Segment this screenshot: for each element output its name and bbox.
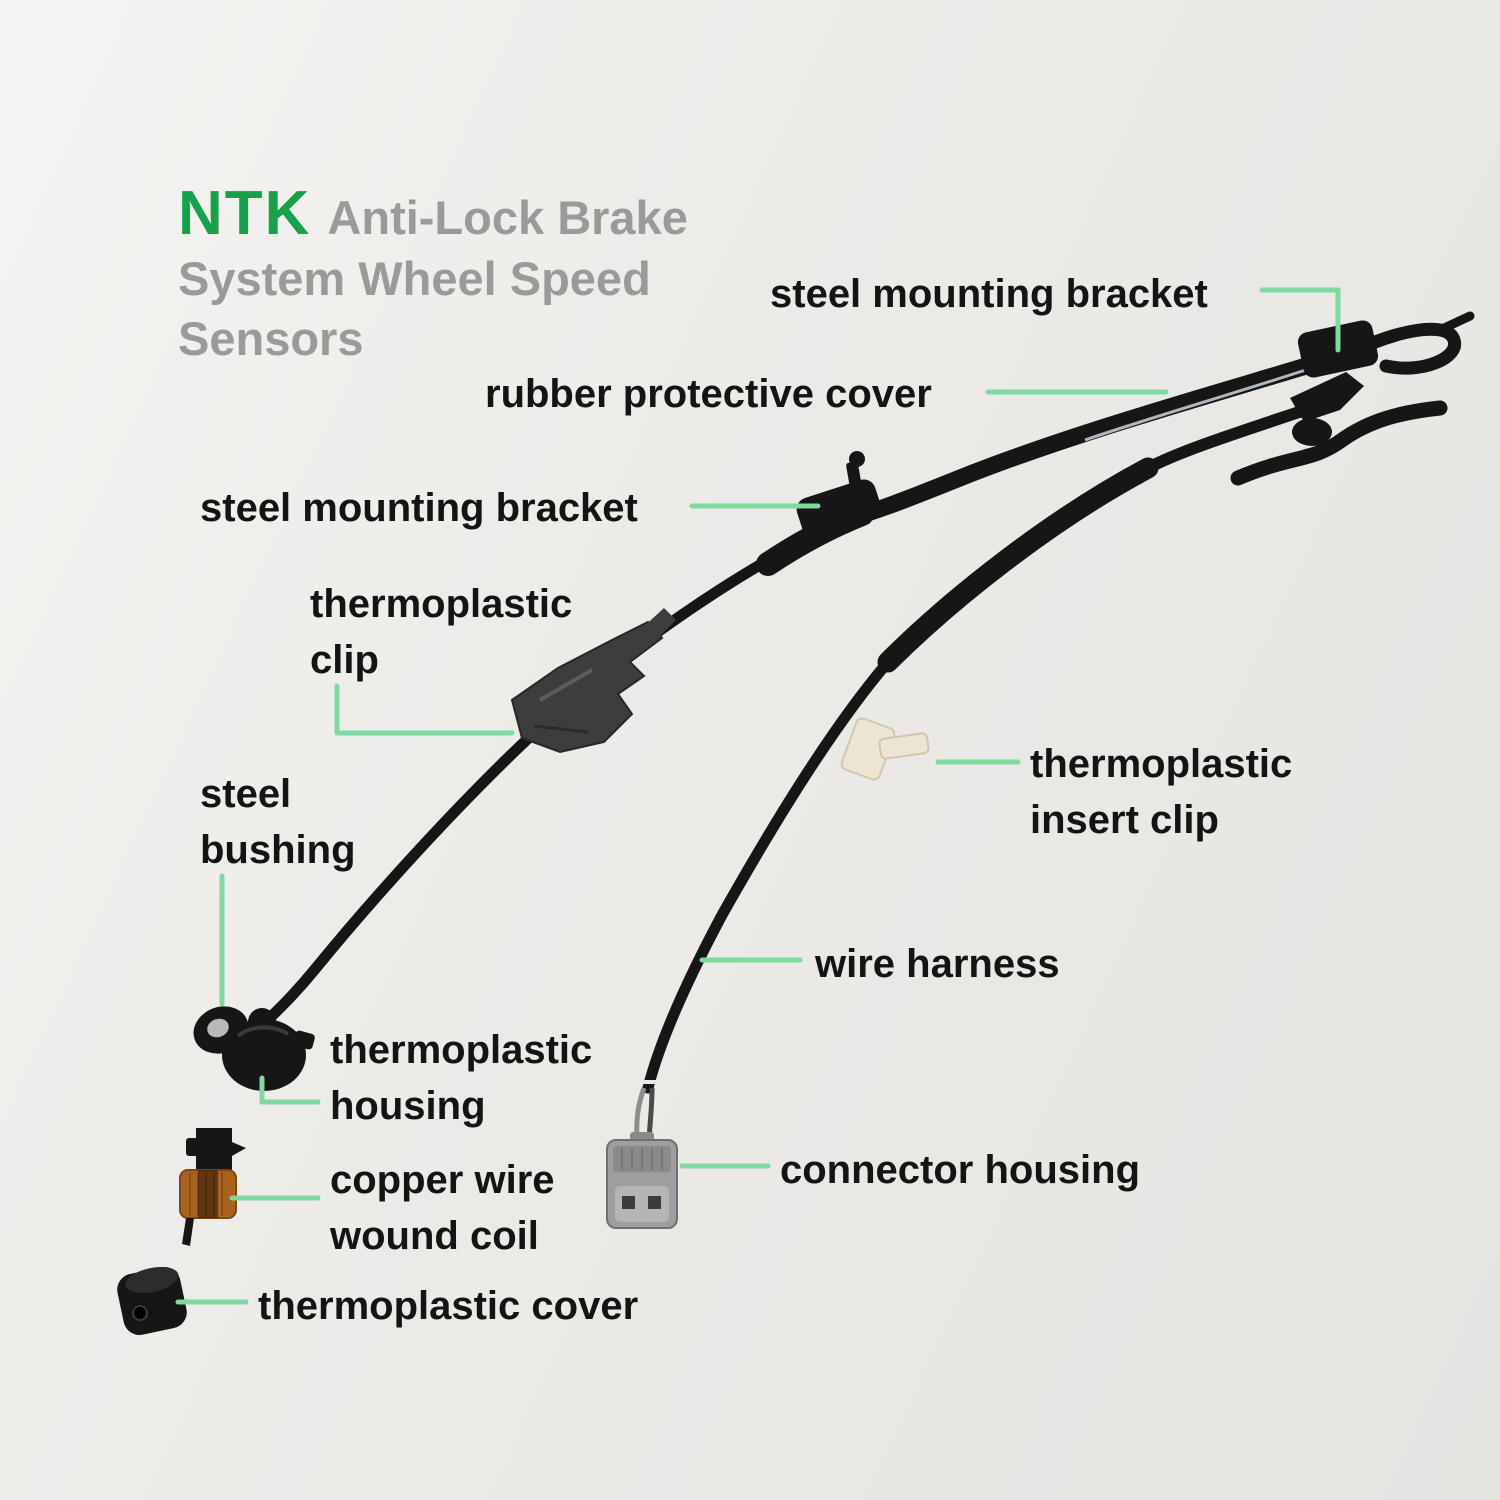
- label-connector-housing: connector housing: [780, 1148, 1140, 1192]
- label-thermoplastic-clip: thermoplastic clip: [310, 582, 573, 682]
- label-wire-harness: wire harness: [815, 942, 1060, 986]
- callout-line: [334, 683, 515, 736]
- label-thermoplastic-housing: thermoplastic housing: [330, 1028, 593, 1128]
- label-steel-mounting-bracket-top: steel mounting bracket: [770, 272, 1208, 316]
- label-copper-wire-wound-coil: copper wire wound coil: [330, 1158, 555, 1258]
- rubber-protective-cover-part: [843, 343, 1361, 527]
- thermoplastic-housing-part: [193, 1006, 315, 1091]
- label-steel-mounting-bracket-left: steel mounting bracket: [200, 486, 638, 530]
- cable-highlight: [1084, 360, 1331, 442]
- thermoplastic-cover-part: [117, 1266, 187, 1335]
- steel-mounting-bracket-top-part: [1230, 311, 1475, 486]
- callout-lines: [175, 287, 1341, 1305]
- ntk-logo: NTK: [178, 179, 312, 248]
- copper-wire-wound-coil-part: [179, 1128, 246, 1246]
- thermoplastic-insert-clip-part: [840, 717, 930, 781]
- label-steel-bushing: steel bushing: [200, 772, 356, 872]
- label-thermoplastic-insert-clip: thermoplastic insert clip: [1030, 742, 1293, 842]
- title-line-1: Anti-Lock Brake: [327, 191, 688, 244]
- title-line-2: System Wheel Speed: [178, 252, 651, 305]
- callout-line: [1259, 287, 1341, 353]
- harness-upper: [1142, 399, 1326, 474]
- harness-sleeve: [877, 457, 1159, 673]
- label-thermoplastic-cover: thermoplastic cover: [258, 1284, 639, 1328]
- wire-harness-part: [642, 656, 894, 1094]
- steel-mounting-bracket-left-part: [796, 451, 882, 539]
- sensor-assembly: [117, 311, 1475, 1335]
- brand-header: NTK Anti-Lock Brake System Wheel Speed S…: [178, 178, 818, 369]
- thermoplastic-clip-part: [510, 608, 676, 754]
- title-line-3: Sensors: [178, 312, 364, 366]
- connector-housing-part: [606, 1080, 678, 1229]
- callout-line: [259, 1075, 321, 1105]
- label-rubber-protective-cover: rubber protective cover: [485, 372, 932, 416]
- sensor-cable: [254, 512, 858, 1034]
